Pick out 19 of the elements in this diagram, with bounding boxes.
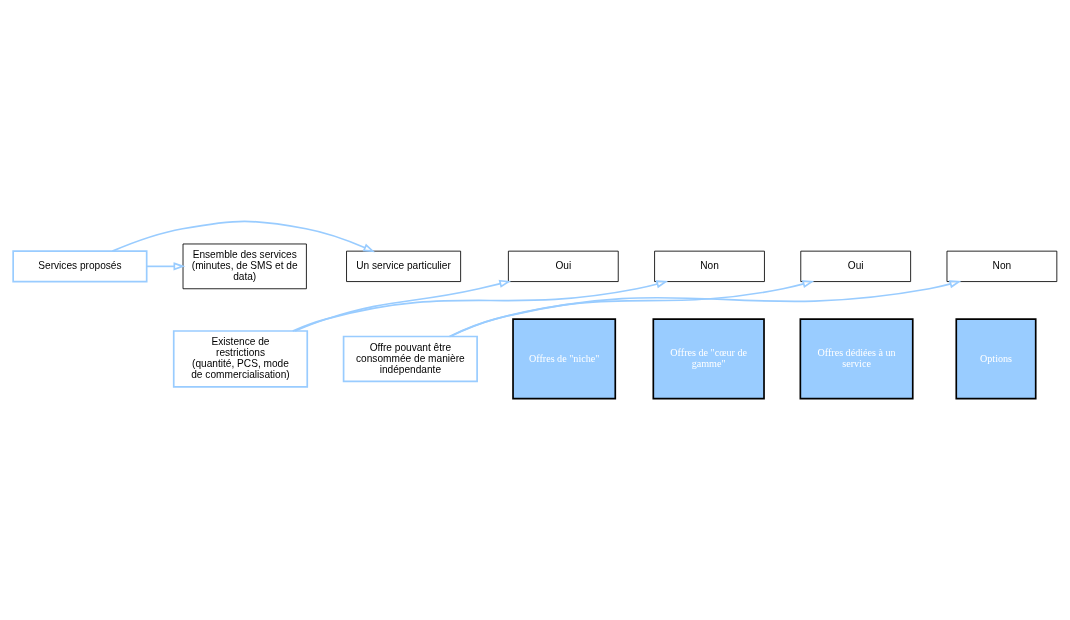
node-box: Oui — [507, 250, 619, 282]
node-box: Un service particulier — [346, 250, 462, 282]
arrow — [291, 280, 669, 332]
node-box: Non — [946, 250, 1058, 282]
arrow — [294, 279, 512, 332]
node-box: Oui — [800, 250, 912, 282]
node-box: Ensemble des services (minutes, de SMS et de data) — [182, 243, 307, 290]
node-box: Services proposés — [12, 250, 148, 283]
arrow — [146, 262, 186, 271]
node-box: Offres dédiées à un service — [799, 318, 914, 400]
node-box: Offres de "niche" — [512, 318, 617, 400]
arrow — [448, 280, 962, 338]
node-box: Existence de restrictions (quantité, PCS, mode de commercialisation) — [172, 330, 309, 388]
node-box: Non — [654, 250, 765, 282]
node-box: Options — [955, 318, 1037, 400]
arrow — [449, 280, 815, 338]
node-box: Offre pouvant être consommée de manière indépendante — [342, 335, 478, 383]
arrow — [111, 220, 376, 253]
node-box: Offres de "cœur de gamme" — [652, 318, 765, 400]
